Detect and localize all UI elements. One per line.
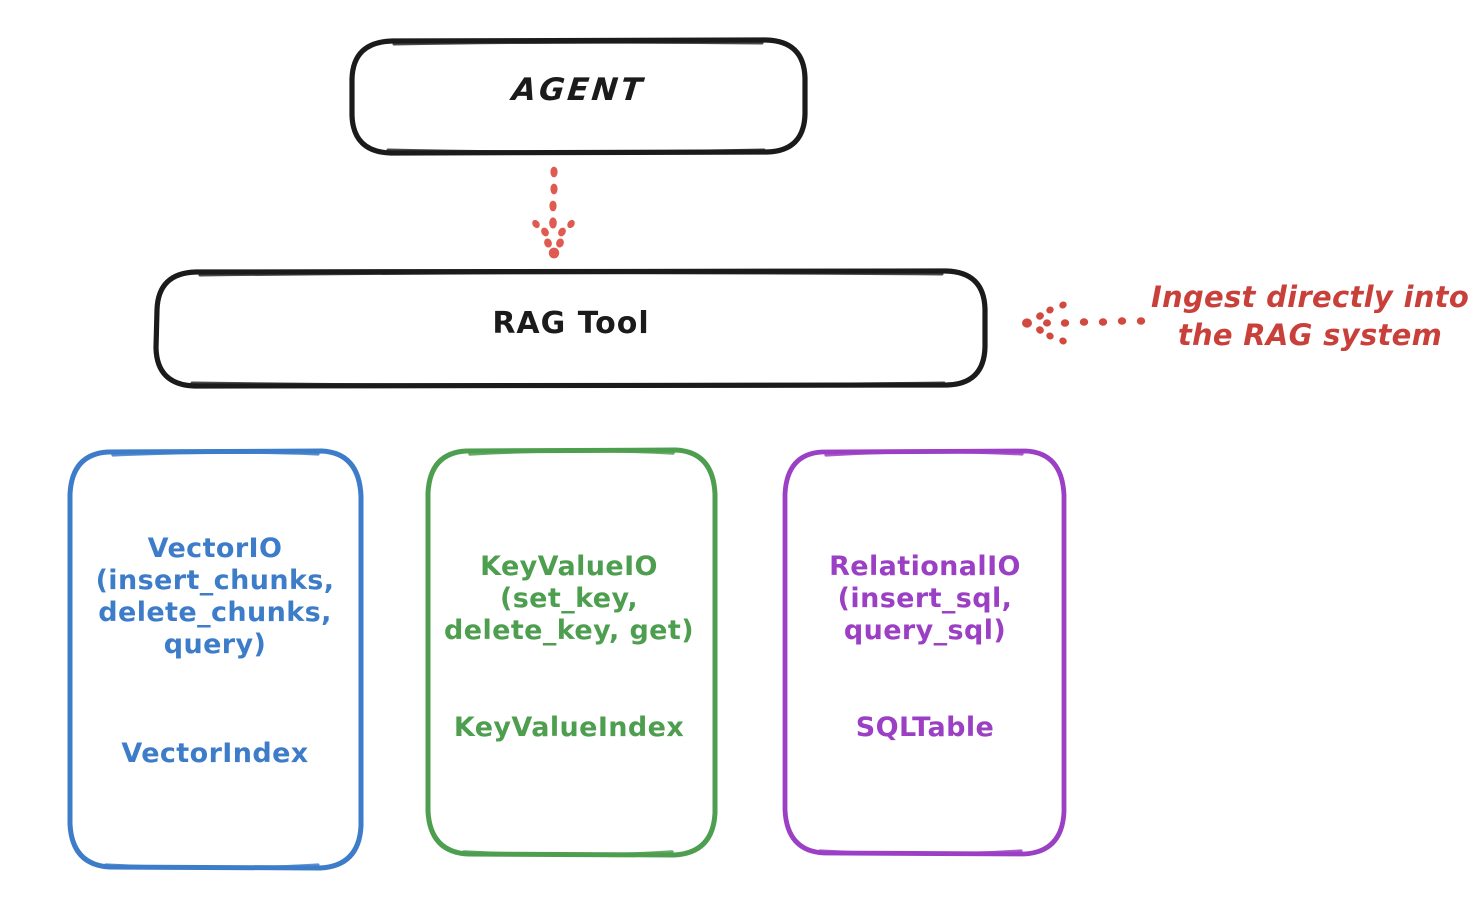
agent-node-label: AGENT [510,72,647,108]
dotted-arrow-left-icon [1022,301,1146,345]
vector-io-methods-label: VectorIO (insert_chunks, delete_chunks, … [95,533,335,660]
dotted-arrow-down-icon [532,166,575,259]
key-value-io-methods-label: KeyValueIO (set_key, delete_key, get) [444,551,694,646]
relational-io-node-shape[interactable] [782,448,1067,857]
relational-io-index-label: SQLTable [855,712,995,743]
key-value-io-node-shape[interactable] [425,447,718,858]
vector-io-index-label: VectorIndex [121,738,309,769]
key-value-io-index-label: KeyValueIndex [453,712,685,743]
rag-tool-node-label: RAG Tool [492,306,650,341]
relational-io-methods-label: RelationalIO (insert_sql, query_sql) [829,551,1021,646]
ingest-annotation-label: Ingest directly into the RAG system [1150,280,1470,353]
